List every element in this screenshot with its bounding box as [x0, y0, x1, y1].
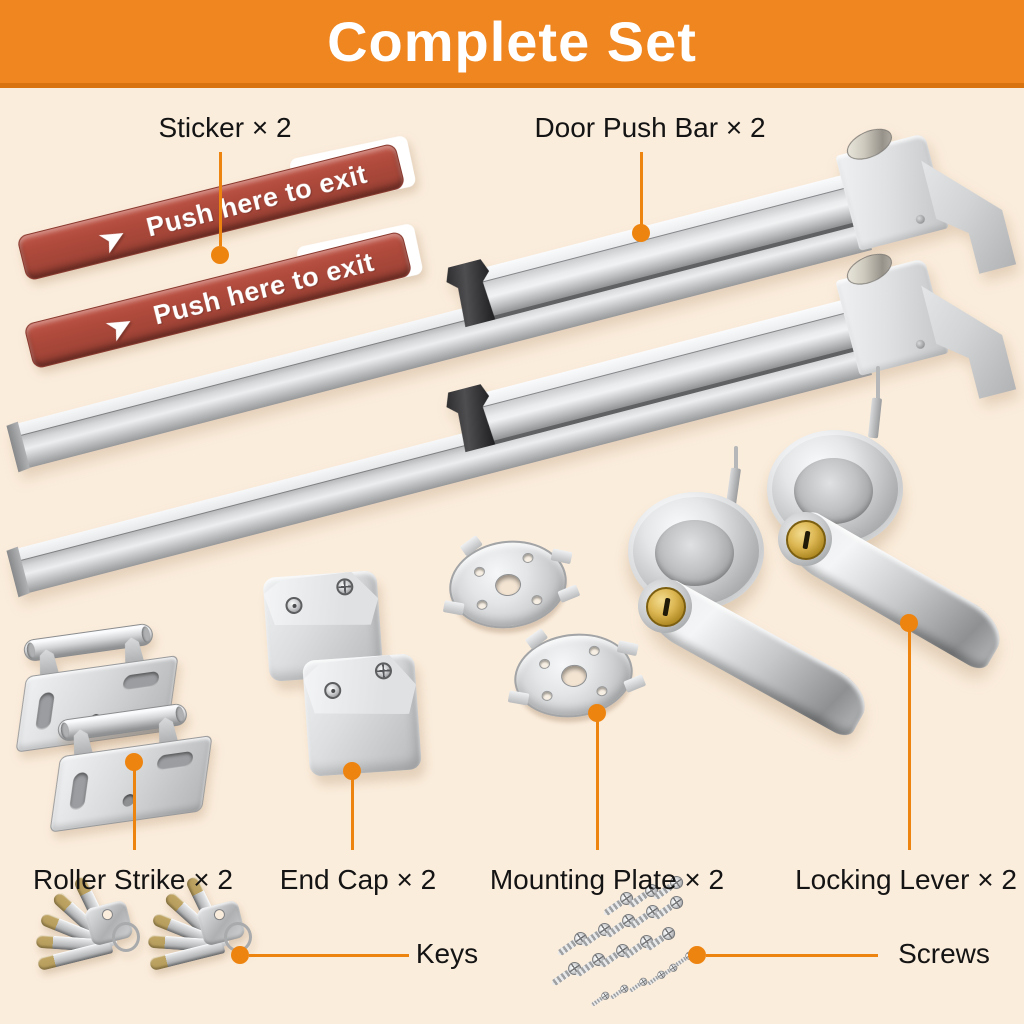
- callout-line-roller-strike: [133, 762, 136, 850]
- rose-cone: [655, 520, 735, 587]
- callout-line-sticker: [219, 152, 222, 246]
- spindle-pin: [876, 366, 880, 402]
- screw: [589, 990, 611, 1009]
- callout-dot-sticker: [211, 246, 229, 264]
- callout-line-screws: [706, 954, 878, 957]
- cap-top-face: [302, 653, 418, 721]
- label-screws: Screws: [898, 938, 990, 969]
- plate-tab: [550, 548, 573, 565]
- label-sticker: Sticker × 2: [158, 112, 292, 143]
- sticker-text: Push here to exit: [143, 158, 370, 243]
- callout-dot-keys: [231, 946, 249, 964]
- callout-dot-roller-strike: [125, 753, 143, 771]
- screw-hole: [595, 685, 609, 697]
- plate-tab: [616, 640, 639, 657]
- callout-line-keys: [249, 954, 409, 957]
- screw-hole: [538, 658, 552, 670]
- screw: [608, 983, 630, 1002]
- screw-hole: [522, 552, 535, 564]
- callout-line-locking-lever: [908, 625, 911, 850]
- screw-hole: [587, 644, 601, 657]
- label-locking-lever: Locking Lever × 2: [795, 864, 1017, 895]
- key-bundle-1: [16, 875, 140, 1007]
- slot-hole: [156, 750, 194, 772]
- end-cap-2: [302, 653, 422, 777]
- screw: [627, 976, 649, 995]
- spindle-hole: [559, 662, 588, 689]
- label-mounting-plate: Mounting Plate × 2: [489, 864, 725, 895]
- exit-arrow-icon: ➤: [91, 215, 134, 262]
- screw-hole: [540, 689, 554, 702]
- screw: [642, 924, 678, 954]
- callout-line-push-bar: [640, 152, 643, 226]
- cap-screw: [284, 596, 303, 615]
- label-door-push-bar: Door Push Bar × 2: [534, 112, 766, 143]
- screw-hole: [473, 566, 486, 578]
- slot-hole: [122, 670, 160, 692]
- keyway-icon: [662, 597, 671, 617]
- callout-dot-end-cap: [343, 762, 361, 780]
- strike-plate: [49, 735, 213, 833]
- key-bundle-2: [128, 875, 252, 1007]
- title-banner: Complete Set: [0, 0, 1024, 88]
- plate-tab: [525, 628, 549, 650]
- spindle-pin: [734, 446, 738, 472]
- cap-top-face: [263, 570, 380, 632]
- label-roller-strike: Roller Strike × 2: [33, 864, 233, 895]
- plate-tab: [557, 584, 581, 603]
- callout-dot-push-bar: [632, 224, 650, 242]
- key-ring: [112, 922, 140, 952]
- page-title: Complete Set: [327, 10, 697, 73]
- key-cylinder: [646, 587, 686, 627]
- label-end-cap: End Cap × 2: [279, 864, 437, 895]
- callout-dot-mounting-plate: [588, 704, 606, 722]
- label-keys: Keys: [415, 938, 479, 969]
- callout-dot-screws: [688, 946, 706, 964]
- screw-hole: [475, 599, 489, 611]
- plate-tab: [442, 600, 465, 616]
- key-cylinder: [786, 520, 826, 560]
- plate-tab: [507, 690, 530, 706]
- plate-tab: [623, 673, 647, 693]
- callout-dot-locking-lever: [900, 614, 918, 632]
- mounting-plate-2: [507, 626, 647, 725]
- callout-line-mounting-plate: [596, 715, 599, 850]
- spindle-hole: [493, 571, 523, 598]
- slot-hole: [68, 771, 90, 811]
- callout-line-end-cap: [351, 772, 354, 850]
- screw-hole: [530, 594, 543, 607]
- keyway-icon: [802, 530, 811, 550]
- mounting-plate-1: [442, 533, 581, 636]
- exit-arrow-icon: ➤: [98, 303, 141, 350]
